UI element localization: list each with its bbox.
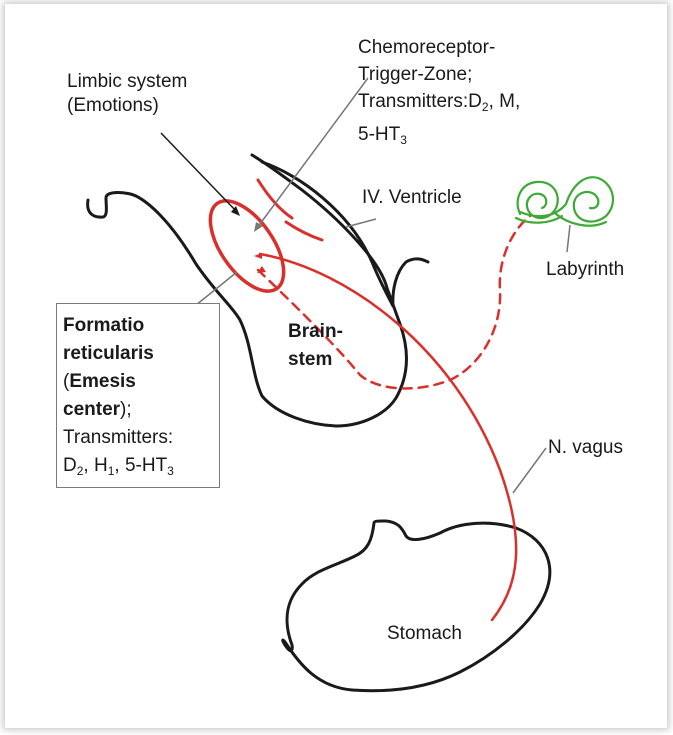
labyrinth-label: Labyrinth — [546, 258, 624, 282]
ventricle-pointer — [346, 219, 376, 227]
ctz-mark-1 — [258, 180, 292, 218]
limbic-label: Limbic system (Emotions) — [67, 70, 187, 118]
stomach-label: Stomach — [387, 622, 462, 646]
ctz-mark-2 — [286, 222, 322, 240]
ctz-pointer — [257, 78, 368, 228]
limbic-pointer — [161, 133, 237, 212]
ventricle-label: IV. Ventricle — [362, 186, 462, 210]
stomach-outline — [283, 521, 550, 691]
labyrinth-pointer — [567, 225, 570, 252]
vagus-pointer — [513, 448, 546, 493]
formatio-label: Formatio reticularis (Emesis center); Tr… — [63, 312, 174, 485]
vagus-label: N. vagus — [548, 436, 623, 460]
ctz-label: Chemoreceptor- Trigger-Zone; Transmitter… — [358, 34, 520, 154]
ventricle-wall — [262, 162, 428, 306]
arrowhead-vagus — [254, 253, 262, 259]
brainstem-label: Brain- stem — [288, 318, 343, 374]
labyrinth-icon — [516, 177, 613, 225]
